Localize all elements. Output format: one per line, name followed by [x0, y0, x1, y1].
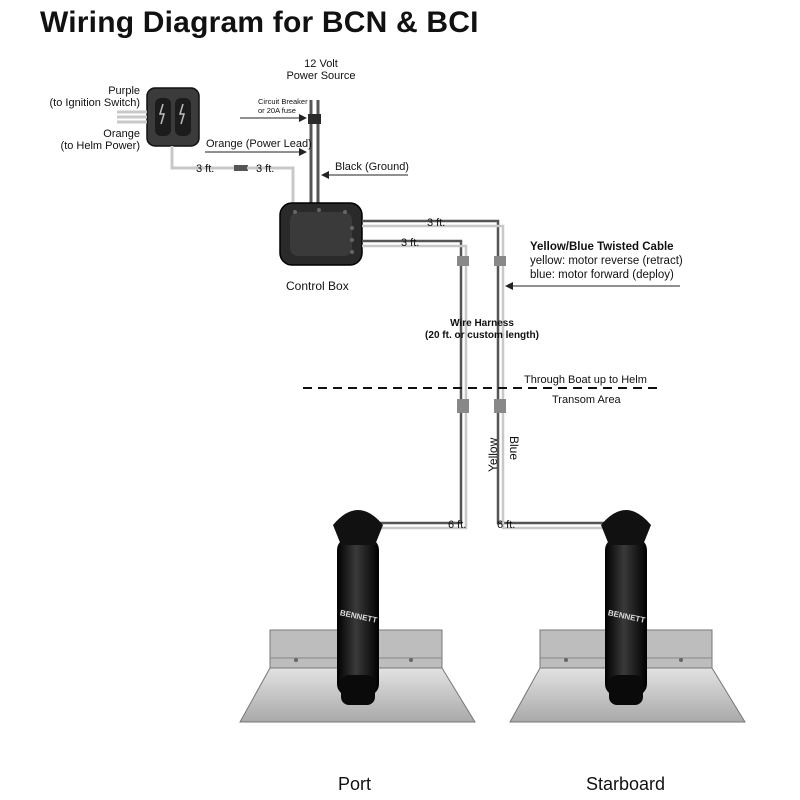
three-ft-top-label: 3 ft. [427, 217, 446, 229]
label-arrows [205, 114, 680, 290]
three-ft-bottom-label: 3 ft. [401, 237, 420, 249]
helm-wires [117, 110, 295, 205]
blue-wire-label: Blue [507, 436, 521, 461]
transom-area-label: Transom Area [552, 394, 621, 406]
control-box [279, 202, 363, 266]
yellow-wire-label: Yellow [486, 437, 500, 472]
six-ft-right-label: 6 ft. [497, 519, 516, 531]
port-label: Port [338, 774, 372, 794]
starboard-trim-tab: BENNETT [509, 510, 746, 723]
twisted-cable-label: Yellow/Blue Twisted Cable yellow: motor … [530, 241, 683, 281]
control-box-label: Control Box [286, 279, 349, 293]
wire-harness-label: Wire Harness(20 ft. or custom length) [425, 318, 539, 341]
three-ft-left-label: 3 ft. [196, 163, 215, 175]
purple-wire-label: Purple(to Ignition Switch) [49, 85, 140, 109]
orange-wire-label: Orange(to Helm Power) [60, 128, 140, 152]
six-ft-left-label: 6 ft. [448, 519, 467, 531]
power-leads [308, 100, 321, 205]
starboard-label: Starboard [586, 774, 666, 794]
through-boat-label: Through Boat up to Helm [524, 374, 647, 386]
harness-cables [362, 219, 605, 530]
orange-power-lead-label: Orange (Power Lead) [206, 138, 312, 150]
three-ft-right-label: 3 ft. [256, 163, 275, 175]
page-title: Wiring Diagram for BCN & BCI [40, 6, 479, 39]
helm-switch [146, 87, 200, 147]
black-ground-label: Black (Ground) [335, 161, 409, 173]
port-trim-tab: BENNETT [239, 510, 476, 723]
